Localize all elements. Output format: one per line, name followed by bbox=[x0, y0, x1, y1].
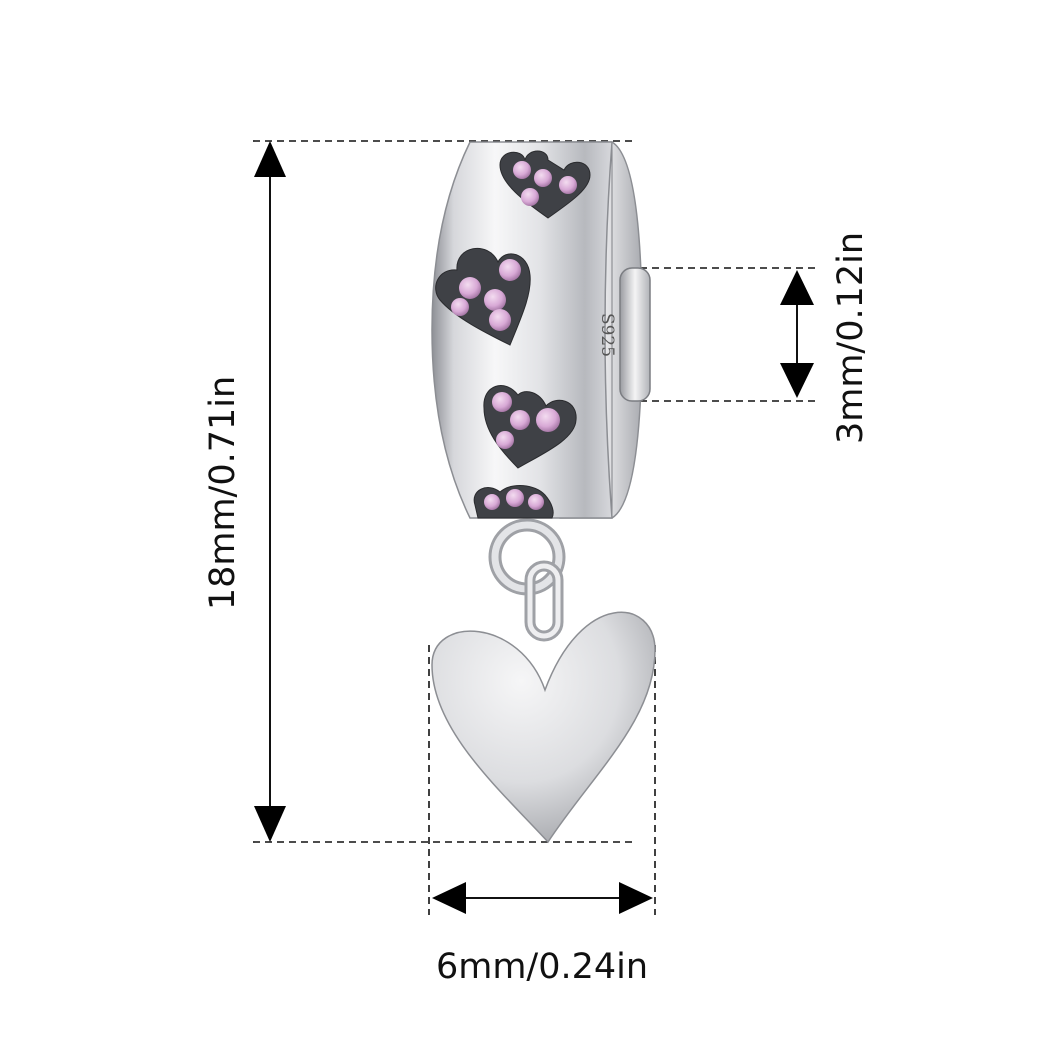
hole-label: 3mm/0.12in bbox=[831, 232, 871, 444]
stamp-text: S925 bbox=[597, 313, 617, 357]
width-arrow-right-icon bbox=[619, 882, 653, 914]
height-dimension: 18mm/0.71in bbox=[203, 140, 633, 843]
heart-pendant bbox=[431, 611, 656, 844]
pave-heart-4 bbox=[473, 485, 554, 519]
hole-arrow-down-icon bbox=[780, 363, 814, 398]
height-arrow-up-icon bbox=[254, 141, 286, 177]
height-label: 18mm/0.71in bbox=[203, 376, 243, 610]
pave-heart-1 bbox=[499, 150, 591, 219]
width-arrow-left-icon bbox=[432, 882, 466, 914]
jump-ring bbox=[524, 560, 564, 642]
hole-dimension: 3mm/0.12in bbox=[628, 232, 871, 444]
hole-arrow-up-icon bbox=[780, 270, 814, 305]
charm-illustration: S925 bbox=[431, 141, 656, 844]
barrel-hole bbox=[619, 267, 651, 402]
width-label: 6mm/0.24in bbox=[436, 947, 648, 987]
pave-heart-3 bbox=[483, 385, 577, 469]
width-dimension: 6mm/0.24in bbox=[428, 645, 656, 987]
pave-heart-2 bbox=[435, 247, 531, 346]
height-arrow-down-icon bbox=[254, 806, 286, 842]
